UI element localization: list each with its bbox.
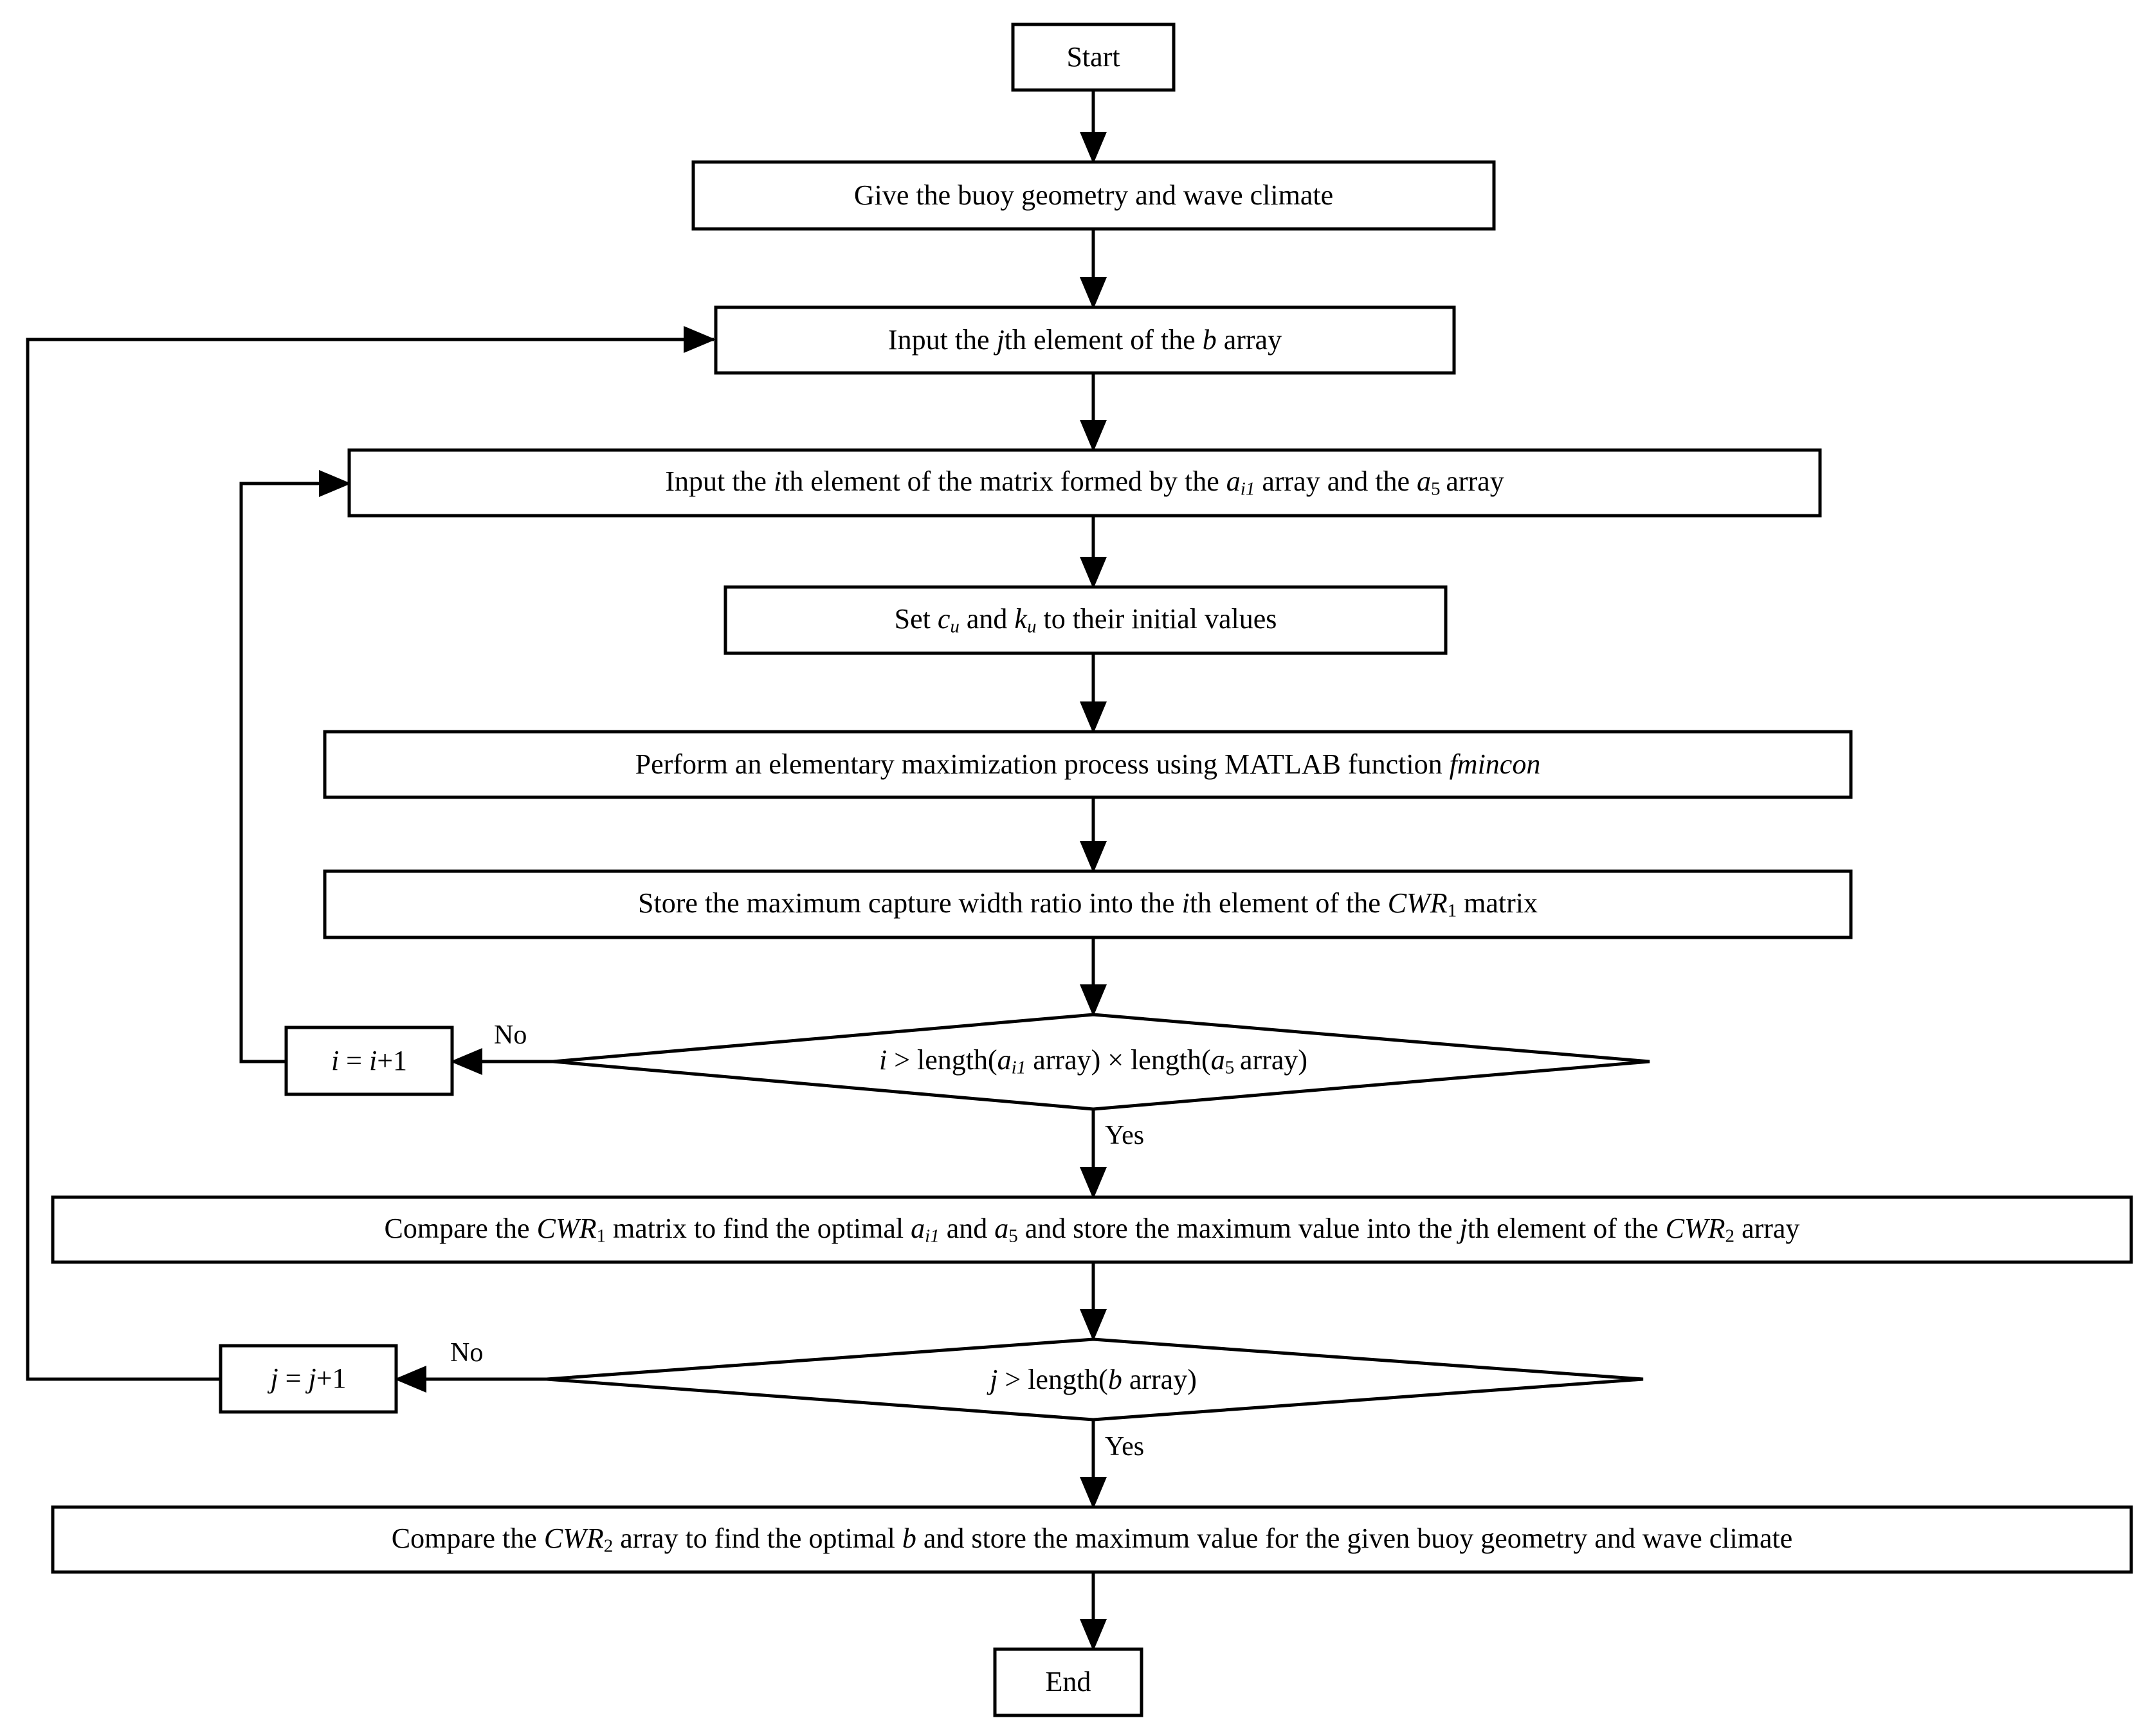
edge-label-dec-i-yes: Yes <box>1105 1121 1145 1150</box>
node-shape-input-i <box>347 448 1822 518</box>
node-shape-start <box>1011 23 1176 92</box>
node-shape-set-cu-ku <box>724 585 1448 655</box>
node-shape-end <box>993 1647 1143 1717</box>
node-shape-inc-i <box>284 1026 454 1096</box>
edge-label-dec-j-yes: Yes <box>1105 1432 1145 1461</box>
edge-inc-j-to-input-j <box>26 326 716 1381</box>
node-shape-dec-i <box>552 1013 1650 1111</box>
node-shape-inc-j <box>219 1344 398 1414</box>
node-shape-compare-cwr1 <box>51 1195 2133 1264</box>
node-shape-give-geom <box>691 160 1496 231</box>
node-shape-compare-cwr2 <box>51 1505 2133 1574</box>
edge-inc-i-to-input-i <box>239 470 352 1063</box>
edge-label-dec-i-no: No <box>494 1020 527 1050</box>
edge-label-dec-j-no: No <box>450 1338 484 1368</box>
node-shape-fmincon <box>323 730 1853 799</box>
node-shape-dec-j <box>546 1337 1644 1422</box>
node-shape-store-cwr1 <box>323 869 1853 939</box>
node-shape-input-j <box>714 305 1456 375</box>
